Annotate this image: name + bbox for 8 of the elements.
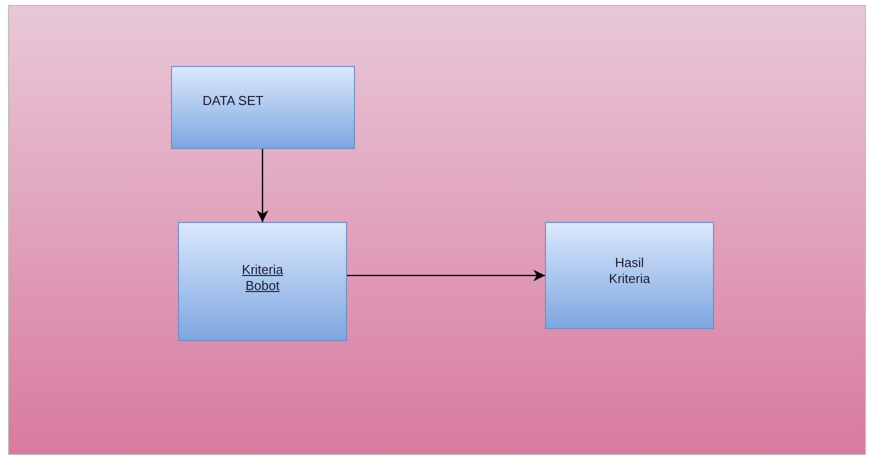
process-box — [178, 222, 347, 341]
node-label: Hasil Kriteria — [608, 254, 652, 286]
arrow — [347, 270, 545, 282]
node-label: Kriteria Bobot — [240, 262, 284, 294]
arrow — [256, 149, 268, 222]
process-box — [545, 222, 714, 329]
node-label: DATA SET — [202, 92, 264, 108]
process-box — [171, 66, 355, 149]
